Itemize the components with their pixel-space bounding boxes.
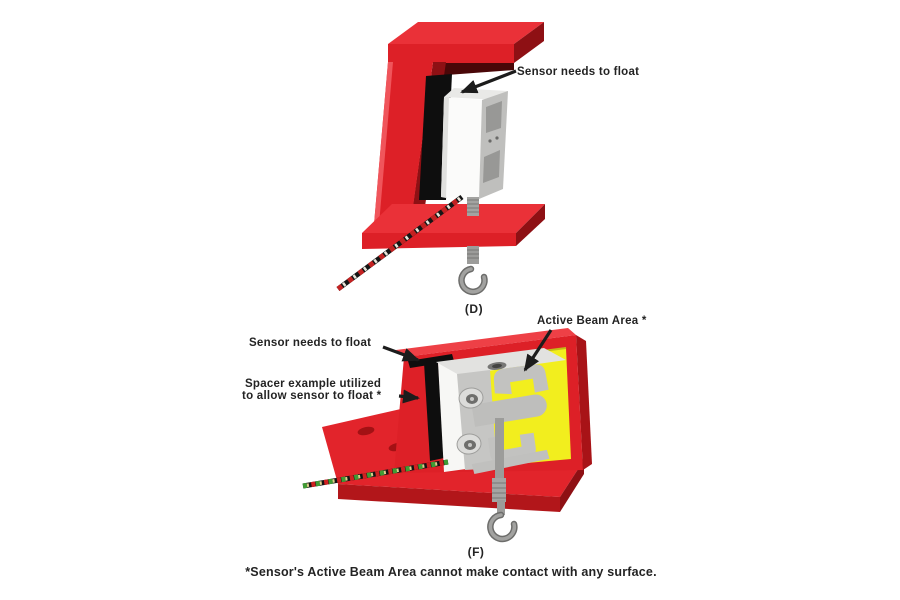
plate-right-face [576, 335, 592, 470]
hook-body-d [459, 267, 487, 294]
flexure-middle-beam [471, 394, 547, 427]
clamp-spine-highlight [373, 62, 393, 236]
bolt-2-dot [468, 443, 472, 447]
figure-label-d: (D) [465, 302, 483, 316]
arrow-sensor-float-d [460, 69, 517, 94]
cable-red-strand-f [302, 459, 449, 489]
sensor-front-face-d [441, 97, 482, 199]
cable-core-d [336, 194, 464, 292]
sensor-side-pocket-upper [486, 101, 502, 133]
load-cell-sensor-f [436, 348, 566, 474]
annotations-f: Active Beam Area * Sensor needs to float… [242, 315, 647, 559]
hanging-hook-f [487, 418, 518, 543]
bolt-1-dot [470, 397, 474, 401]
diagram-f: Active Beam Area * Sensor needs to float… [242, 315, 647, 559]
spacer-top-edge [408, 354, 454, 368]
clamp-bottom-end-face [516, 204, 545, 246]
label-active-beam: Active Beam Area * [537, 315, 647, 327]
footnote: *Sensor's Active Beam Area cannot make c… [245, 565, 657, 579]
clamp-top-arm-front [388, 44, 514, 63]
arrow-sensor-float-f [382, 345, 420, 362]
stud-lower [467, 246, 479, 264]
threaded-stud-d [467, 197, 479, 264]
label-spacer-line2: to allow sensor to float * [242, 390, 382, 402]
stud-threads-lower [467, 249, 479, 259]
c-clamp-fixture-lower [362, 204, 545, 249]
sensor-front-shade-d [441, 97, 449, 198]
label-spacer-line1: Spacer example utilized [245, 378, 381, 390]
clamp-arm-end-face [514, 22, 544, 63]
sensor-screw-dot-2 [495, 136, 499, 140]
hook-shank-f [497, 500, 505, 515]
sensor-cable-f [302, 459, 449, 489]
arrow-spacer [398, 389, 420, 404]
rod-f [495, 418, 504, 480]
clamp-arm-underside [433, 63, 514, 76]
hook-body-f [488, 513, 517, 541]
sensor-screw-dot-1 [488, 139, 492, 143]
clamp-bottom-top-face [362, 204, 545, 233]
sensor-bolts [456, 387, 484, 455]
hanging-hook-d [458, 265, 488, 296]
base-right-face [560, 460, 584, 512]
clamp-top-face [388, 22, 544, 44]
spacer-vertical [424, 360, 444, 461]
rod-coupler-f [492, 478, 506, 502]
sensor-side-pocket-lower [483, 150, 500, 183]
arrow-active-beam [523, 329, 553, 372]
stud-upper [467, 197, 479, 216]
sensor-top-hole-inner [492, 363, 502, 369]
plate-top-face [396, 328, 576, 357]
sensor-bottom-strip [471, 449, 550, 474]
rod-threads-f [492, 482, 506, 499]
spacer-block [408, 354, 454, 461]
diagram-d: Sensor needs to float (D) [336, 22, 639, 316]
label-sensor-float-d: Sensor needs to float [517, 66, 639, 78]
stud-threads-upper [467, 199, 479, 213]
sensor-cable-d [336, 194, 464, 292]
label-sensor-float-f: Sensor needs to float [249, 337, 371, 349]
base-hole-1 [357, 426, 375, 436]
figure-label-f: (F) [468, 545, 485, 559]
load-cell-sensor-d [441, 88, 508, 199]
cable-light-strand-f [302, 460, 449, 488]
flexure-upper-horseshoe [493, 364, 549, 395]
